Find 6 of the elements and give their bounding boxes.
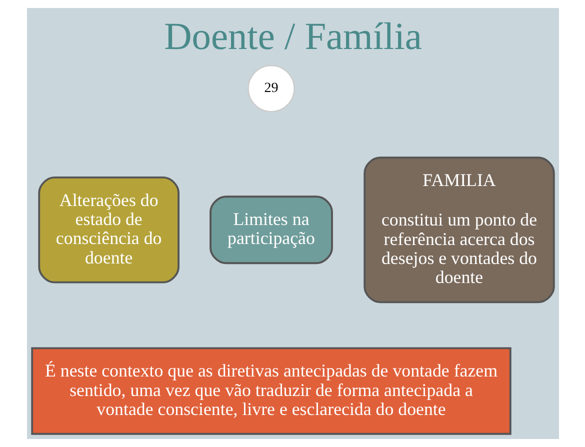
node-box: Alterações do estado de consciência do doente [38, 176, 179, 284]
node-box: É neste contexto que as diretivas antecipadas de vontade fazem sentido, uma vez que vão traduzir de forma antecipada a vontade consciente, livre e esclarecida do doente [30, 347, 511, 435]
diagram-title: Doente / Família [164, 16, 422, 58]
node-box: Limites na participação [209, 196, 332, 264]
node-box: FAMILIA constitui um ponto de referência acerca dos desejos e vontades do doente [363, 156, 554, 304]
label: 29 [264, 80, 278, 96]
